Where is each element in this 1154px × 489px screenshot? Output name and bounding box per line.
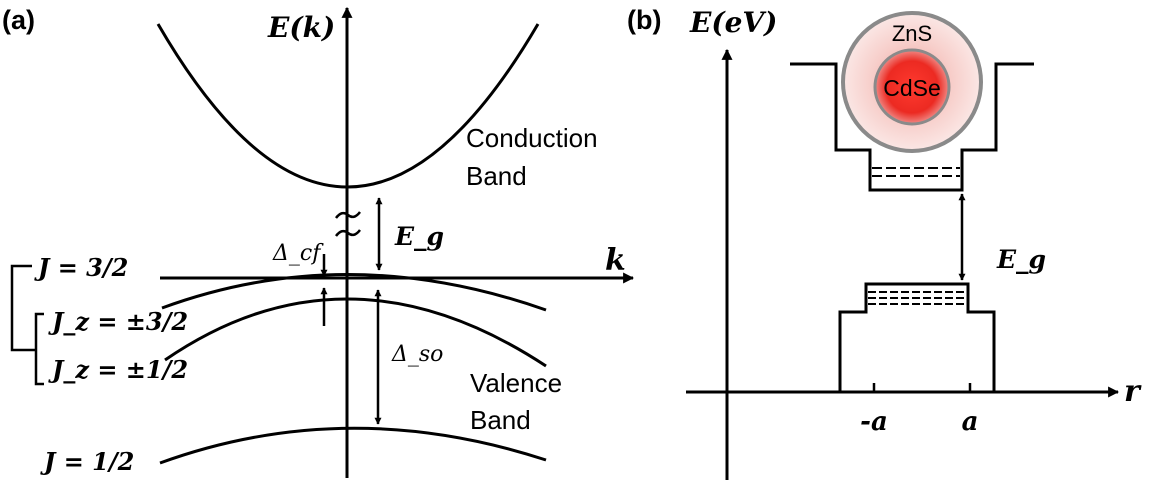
- j12-label: J = 1/2: [40, 447, 134, 476]
- valence-band-profile: [840, 284, 994, 392]
- crystal-field-label: Δ_cf: [272, 241, 324, 266]
- shell-label: ZnS: [892, 21, 932, 46]
- panel-a: [12, 8, 633, 478]
- conduction-band-label-1: Conduction: [466, 123, 598, 153]
- panel-b-label: (b): [627, 5, 661, 35]
- core-label: CdSe: [883, 75, 941, 101]
- jz-bracket: [36, 314, 44, 384]
- jz12-label: J_z = ±1/2: [48, 355, 188, 384]
- j32-label: J = 3/2: [34, 253, 128, 282]
- valence-band-label-1: Valence: [470, 368, 562, 398]
- j32-bracket: [12, 266, 36, 350]
- tick-pos-a-label: a: [962, 407, 979, 437]
- conduction-band-label-2: Band: [466, 161, 527, 191]
- spin-orbit-label: Δ_so: [391, 342, 443, 367]
- tick-neg-a-label: -a: [860, 407, 888, 437]
- energy-axis-label: E(k): [267, 11, 335, 44]
- valence-confined-levels: [868, 292, 964, 304]
- r-axis-label: r: [1124, 374, 1142, 409]
- light-hole-band-curve: [165, 299, 546, 366]
- valence-band-label-2: Band: [470, 405, 531, 435]
- panel-a-labels: (a) E(k) k Conduction Band Valence Band …: [2, 5, 626, 476]
- jz32-label: J_z = ±3/2: [48, 307, 188, 336]
- conduction-confined-levels: [872, 168, 960, 176]
- heavy-hole-band-curve: [162, 274, 546, 310]
- panel-a-label: (a): [2, 5, 35, 35]
- k-axis-label: k: [605, 243, 626, 278]
- band-gap-label: E_g: [394, 222, 444, 251]
- energy-axis-label-b: E(eV): [689, 6, 777, 39]
- band-gap-label-b: E_g: [996, 245, 1046, 274]
